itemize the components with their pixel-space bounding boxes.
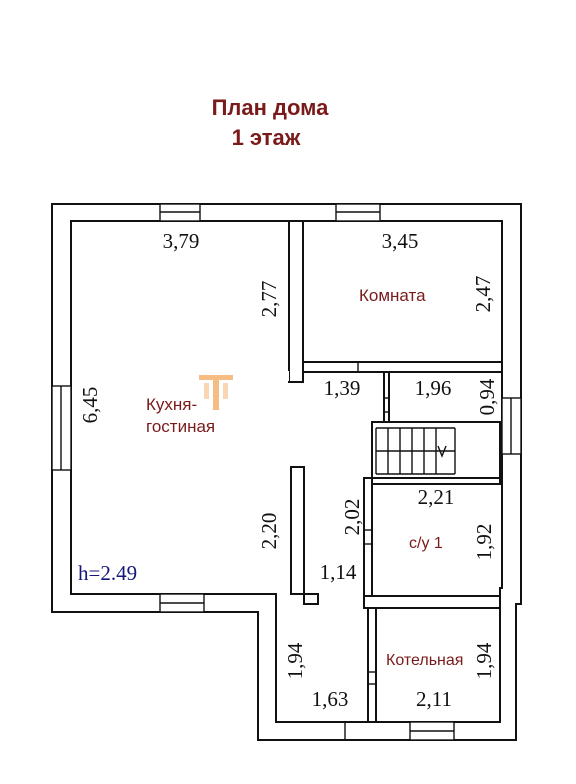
kitchen-label-line2: гостиная [146, 417, 215, 436]
doors [270, 362, 389, 740]
boiler-room-label: Котельная [386, 652, 463, 669]
watermark-logo [199, 375, 233, 410]
dim-room-depth: 2,47 [471, 276, 495, 313]
plan-title: План дома [212, 95, 330, 120]
dim-boiler-width: 2,11 [416, 687, 452, 711]
dim-kitchen-length: 6,45 [78, 387, 102, 424]
dim-vestibule-depth: 1,94 [283, 642, 307, 679]
interior-walls [288, 220, 503, 723]
dim-corridor-left: 1,39 [324, 376, 361, 400]
kitchen-label-line1: Кухня- [146, 395, 197, 414]
dim-boiler-depth: 1,94 [472, 642, 496, 679]
dim-hall-wall: 2,02 [340, 499, 364, 536]
dim-kitchen-upper-wall: 2,77 [257, 281, 281, 318]
dim-room-width: 3,45 [382, 229, 419, 253]
dim-kitchen-lower-wall: 2,20 [257, 513, 281, 550]
windows [51, 203, 522, 741]
ceiling-height-label: h=2.49 [78, 561, 137, 585]
plan-subtitle: 1 этаж [232, 125, 301, 150]
dim-corridor-depth: 0,94 [475, 378, 499, 415]
dim-bath-depth: 1,92 [472, 524, 496, 561]
dim-corridor-right: 1,96 [415, 376, 452, 400]
dim-hall-width: 1,14 [320, 560, 357, 584]
dim-bath-width: 2,21 [418, 485, 455, 509]
staircase [375, 427, 456, 475]
room-label: Комната [359, 286, 426, 305]
bathroom-label: с/у 1 [409, 535, 443, 552]
dim-kitchen-width: 3,79 [163, 229, 200, 253]
dim-vestibule-width: 1,63 [312, 687, 349, 711]
